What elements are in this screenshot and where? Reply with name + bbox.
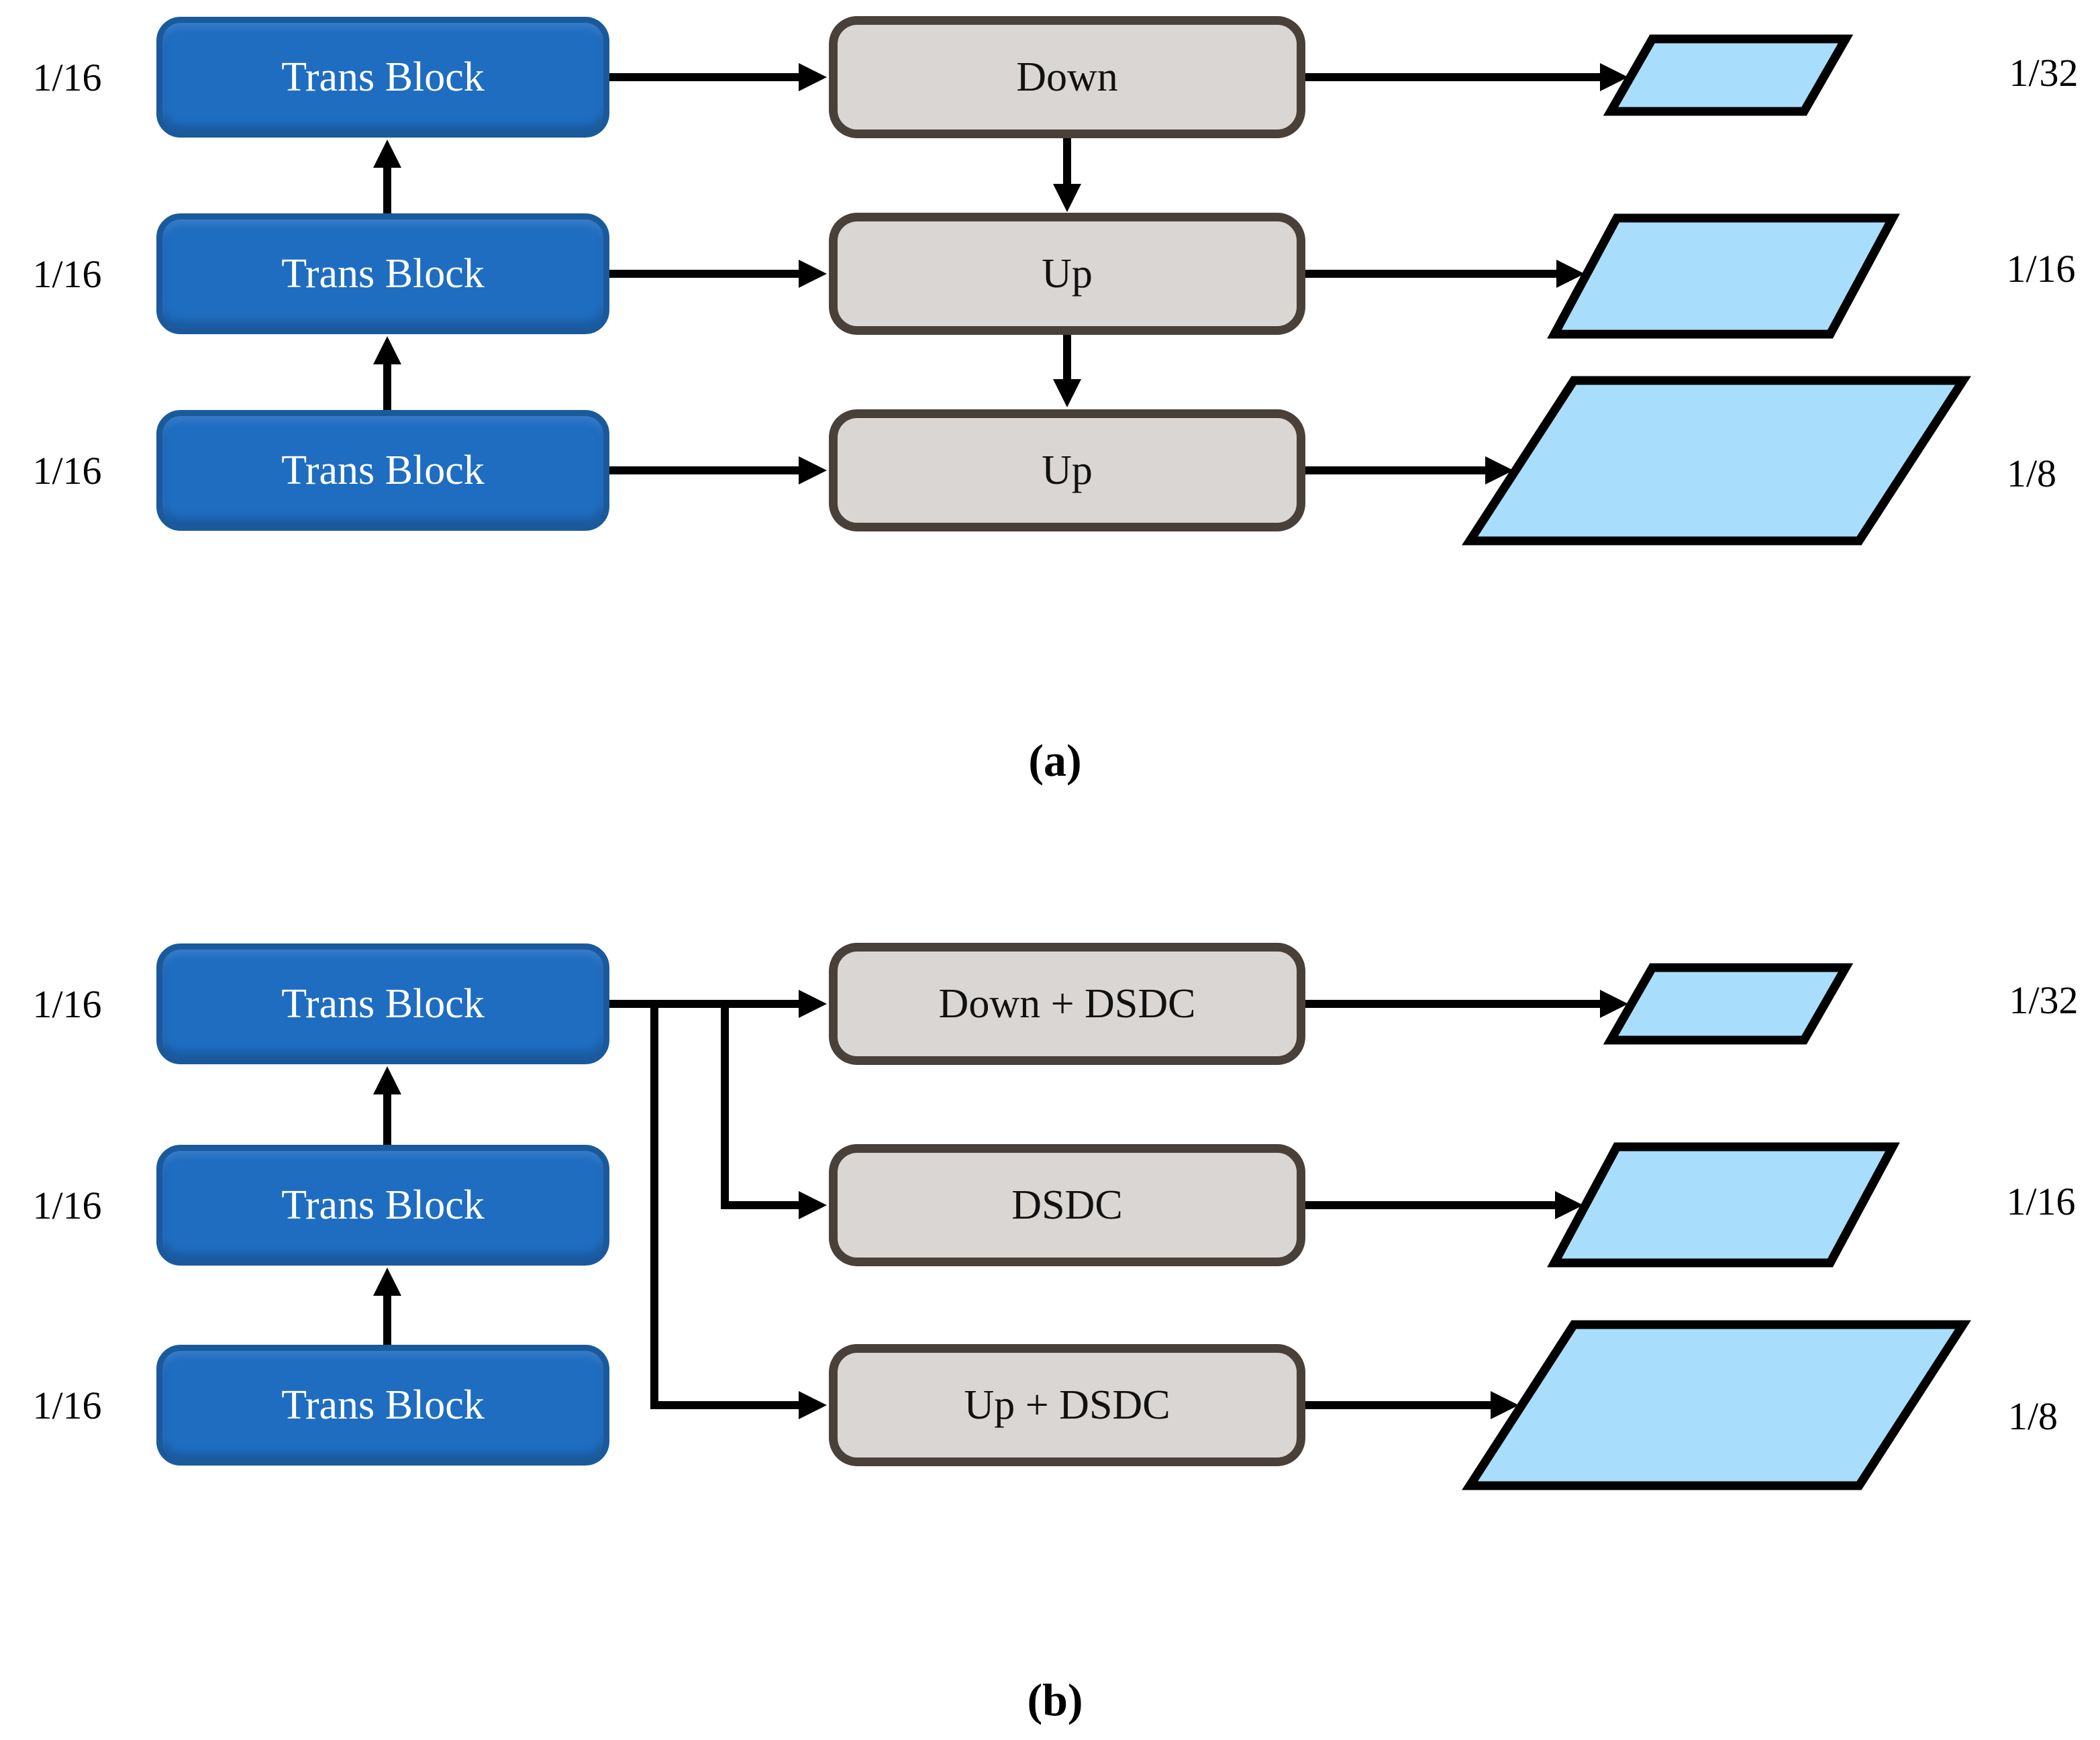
- feature-map-b-1-32: [1603, 963, 1854, 1045]
- feature-map-b-1-8: [1462, 1320, 1971, 1490]
- scale-label-b-output-1-16: 1/16: [2006, 1179, 2076, 1223]
- arrow-b-branch-to-up-dsdc: [650, 1004, 827, 1419]
- scale-label-b-input-3: 1/16: [32, 1383, 102, 1427]
- scale-label-a-output-1-32: 1/32: [2009, 50, 2079, 95]
- trans-block-a-1: Trans Block: [156, 17, 609, 138]
- feature-map-a-1-32: [1603, 34, 1854, 116]
- op-box-a-up-2: Up: [829, 409, 1305, 531]
- scale-label-a-input-1: 1/16: [32, 55, 102, 99]
- scale-label-b-input-2: 1/16: [32, 1183, 102, 1227]
- op-box-b-down-dsdc: Down + DSDC: [829, 943, 1305, 1065]
- trans-block-a-3: Trans Block: [156, 410, 609, 531]
- caption-panel-a: (a): [1028, 734, 1082, 786]
- feature-map-a-1-16: [1547, 213, 1900, 339]
- trans-block-b-1: Trans Block: [156, 943, 609, 1064]
- trans-block-a-2: Trans Block: [156, 213, 609, 334]
- scale-label-b-output-1-32: 1/32: [2009, 978, 2079, 1022]
- caption-panel-b: (b): [1027, 1674, 1083, 1725]
- op-box-b-dsdc: DSDC: [829, 1144, 1305, 1266]
- feature-map-a-1-8: [1462, 376, 1971, 546]
- feature-map-b-1-16: [1547, 1142, 1900, 1268]
- scale-label-b-output-1-8: 1/8: [2007, 1394, 2058, 1438]
- trans-block-b-3: Trans Block: [156, 1345, 609, 1466]
- op-box-b-up-dsdc: Up + DSDC: [829, 1344, 1305, 1466]
- op-box-a-down: Down: [829, 16, 1305, 138]
- op-box-a-up-1: Up: [829, 213, 1305, 335]
- scale-label-a-input-3: 1/16: [32, 448, 102, 493]
- scale-label-a-output-1-8: 1/8: [2006, 451, 2057, 495]
- scale-label-b-input-1: 1/16: [32, 982, 102, 1026]
- scale-label-a-input-2: 1/16: [32, 252, 102, 296]
- scale-label-a-output-1-16: 1/16: [2006, 246, 2076, 291]
- arrow-b-branch-to-dsdc: [721, 1004, 827, 1219]
- trans-block-b-2: Trans Block: [156, 1145, 609, 1266]
